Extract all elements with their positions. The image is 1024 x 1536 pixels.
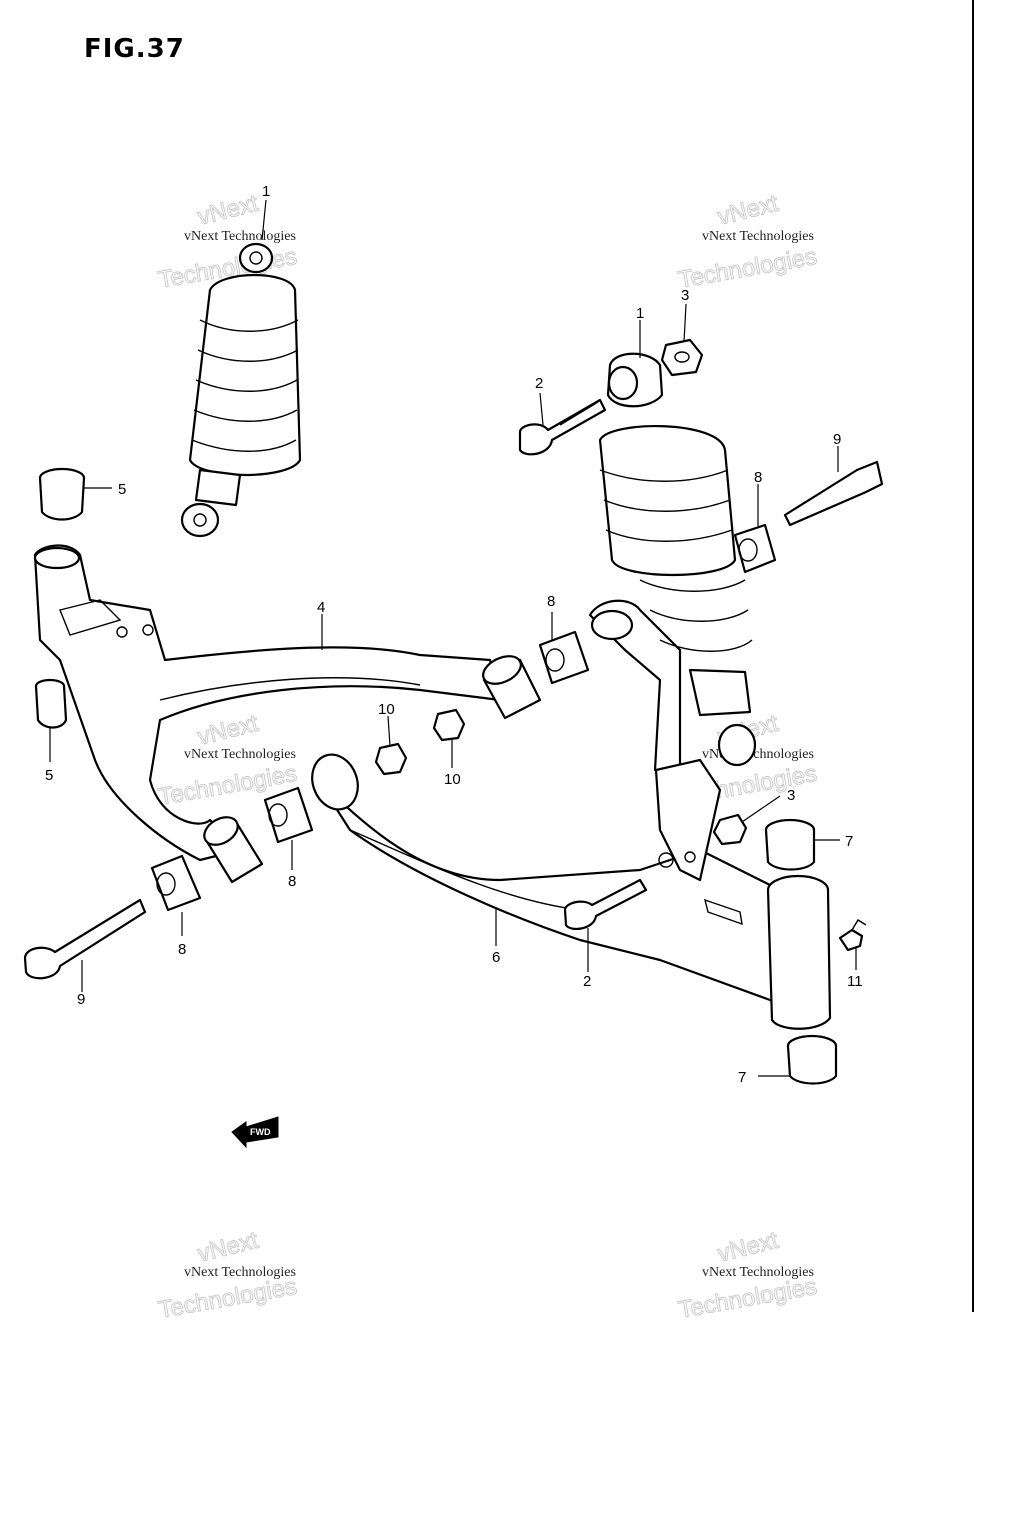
callout-5-lower: 5	[45, 767, 53, 784]
watermark-bottom-left: vNext vNext Technologies Technologies	[156, 1226, 300, 1324]
callout-2-lower: 2	[583, 973, 591, 990]
callout-7-upper: 7	[845, 833, 853, 850]
callout-3-lower: 3	[787, 787, 795, 804]
bolt-part-2-lower	[563, 878, 648, 931]
fwd-label: FWD	[250, 1127, 271, 1137]
svg-text:Technologies: Technologies	[156, 1273, 299, 1324]
upper-arm-part-4	[33, 544, 502, 862]
bushing-part-5-lower	[34, 678, 68, 729]
nut-part-3-upper	[660, 338, 704, 377]
svg-text:vNext Technologies: vNext Technologies	[184, 229, 296, 244]
callout-7-lower: 7	[738, 1069, 746, 1086]
callout-5-upper: 5	[118, 481, 126, 498]
bolt-part-9	[23, 460, 884, 980]
upper-arm-bushing	[482, 655, 542, 720]
svg-text:Technologies: Technologies	[676, 1273, 819, 1324]
shock-absorber-right	[598, 352, 757, 767]
svg-text:vNext Technologies: vNext Technologies	[184, 747, 296, 762]
callout-9-upper: 9	[833, 431, 841, 448]
svg-text:vNext Technologies: vNext Technologies	[184, 1265, 296, 1280]
callout-leaders	[49, 199, 857, 1077]
nut-part-3-lower	[712, 813, 748, 846]
callout-1-left: 1	[262, 183, 270, 200]
bushing-part-5-upper	[38, 467, 86, 521]
svg-text:vNext: vNext	[195, 1227, 261, 1268]
watermark-bottom-right: vNext vNext Technologies Technologies	[676, 1226, 820, 1324]
svg-text:vNext: vNext	[715, 190, 781, 231]
collar-part-8	[150, 523, 777, 912]
callout-3-upper: 3	[681, 287, 689, 304]
grease-nipple-part-11	[838, 919, 867, 952]
svg-text:vNext Technologies: vNext Technologies	[702, 229, 814, 244]
callout-6: 6	[492, 949, 500, 966]
callout-8-lower: 8	[178, 941, 186, 958]
nut-part-10	[374, 708, 466, 776]
callout-10-lower: 10	[444, 771, 461, 788]
bushing-part-7	[764, 818, 838, 1085]
svg-text:vNext: vNext	[715, 1227, 781, 1268]
callout-8-right: 8	[754, 469, 762, 486]
callout-labels: 1 1 2 2 3 3 4 5 5 6 7 7 8 8 8 8 9 9 10 1…	[45, 183, 863, 1086]
lower-arm-bushing	[203, 816, 264, 884]
upper-right-mount	[588, 599, 682, 782]
bolt-part-2-upper	[518, 398, 607, 456]
callout-8-upper: 8	[547, 593, 555, 610]
watermark-top-right: vNext vNext Technologies Technologies	[676, 189, 820, 294]
callout-2-upper: 2	[535, 375, 543, 392]
callout-9-lower: 9	[77, 991, 85, 1008]
callout-1-right: 1	[636, 305, 644, 322]
callout-4: 4	[317, 599, 325, 616]
forward-direction-badge: FWD	[231, 1116, 279, 1149]
lower-arm-part-6	[311, 753, 832, 1030]
lower-bracket	[654, 758, 722, 882]
callout-10-upper: 10	[378, 701, 395, 718]
svg-text:vNext: vNext	[195, 190, 261, 231]
callout-11: 11	[847, 973, 863, 990]
figure-title: FIG.37	[84, 34, 185, 64]
page-border-rule	[972, 0, 974, 1312]
shock-absorber-left	[180, 242, 302, 538]
svg-text:vNext Technologies: vNext Technologies	[702, 1265, 814, 1280]
callout-8-middle: 8	[288, 873, 296, 890]
svg-text:vNext: vNext	[195, 710, 261, 751]
svg-text:Technologies: Technologies	[676, 243, 819, 294]
